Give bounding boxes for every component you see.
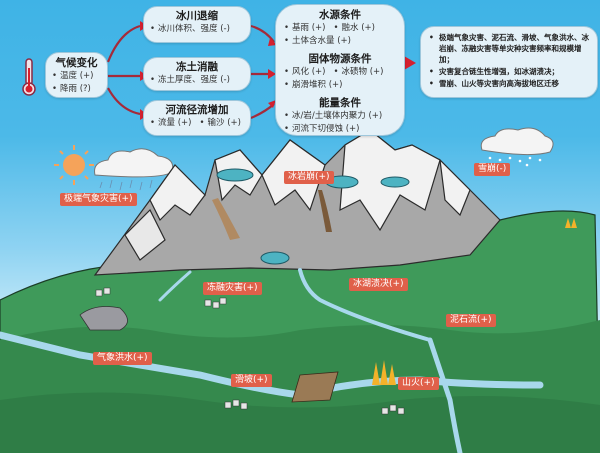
runoff-title: 河流径流增加 <box>165 104 229 116</box>
results-box: 极端气象灾害、泥石流、滑坡、气象洪水、冰岩崩、冻融灾害等单灾种灾害频率和规模增加… <box>420 26 598 98</box>
climate-item: 降雨 (?) <box>52 83 101 96</box>
solid-item: 冰碛物 (+) <box>333 66 384 79</box>
landslide-icon <box>291 371 339 403</box>
water-item: 融水 (+) <box>333 22 375 35</box>
label-extreme-weather: 极端气象灾害(+) <box>60 193 137 206</box>
snow-cloud-icon <box>480 127 554 167</box>
result-bullet: 雪崩、山火等灾害向高海拔地区迁移 <box>429 78 589 89</box>
sun-icon <box>54 145 94 185</box>
result-bullet: 极端气象灾害、泥石流、滑坡、气象洪水、冰岩崩、冻融灾害等单灾种灾害频率和规模增加… <box>429 32 589 65</box>
thermometer-icon <box>22 58 36 96</box>
label-debris-flow: 泥石流(+) <box>446 314 496 327</box>
label-flood: 气象洪水(+) <box>93 352 152 365</box>
glacier-retreat-box: 冰川退缩 冰川体积、强度 (-) <box>143 6 251 43</box>
energy-title: 能量条件 <box>319 97 361 109</box>
energy-item: 河流下切侵蚀 (+) <box>284 123 396 136</box>
water-source-title: 水源条件 <box>319 9 361 21</box>
water-item: 土体含水量 (+) <box>284 35 396 48</box>
solid-source-title: 固体物源条件 <box>308 53 372 65</box>
label-freeze-thaw: 冻融灾害(+) <box>203 282 262 295</box>
label-snow-avalanche: 雪崩(-) <box>474 163 511 176</box>
permafrost-title: 冻土消融 <box>176 61 218 73</box>
runoff-increase-box: 河流径流增加 流量 (+) 输沙 (+) <box>143 100 251 136</box>
permafrost-item: 冻土厚度、强度 (-) <box>150 74 244 87</box>
solid-item: 风化 (+) <box>284 66 325 79</box>
climate-change-box: 气候变化 温度 (+) 降雨 (?) <box>45 52 108 98</box>
mountains <box>93 129 501 276</box>
climate-item: 温度 (+) <box>52 70 101 83</box>
wildfire-icon <box>372 218 577 385</box>
energy-item: 冰/岩/土壤体内聚力 (+) <box>284 110 396 123</box>
runoff-item: 流量 (+) <box>150 117 191 130</box>
rain-cloud-icon <box>94 148 174 191</box>
label-ice-rock-avalanche: 冰岩崩(+) <box>284 171 334 184</box>
solid-item: 崩滑堆积 (+) <box>284 79 396 92</box>
glacier-item: 冰川体积、强度 (-) <box>150 23 244 36</box>
label-wildfire: 山火(+) <box>398 377 439 390</box>
permafrost-thaw-box: 冻土消融 冻土厚度、强度 (-) <box>143 57 251 91</box>
label-glacial-lake-outburst: 冰湖溃决(+) <box>349 278 408 291</box>
water-item: 基雨 (+) <box>284 22 325 35</box>
result-arrow <box>404 56 416 70</box>
arrows <box>106 24 275 120</box>
label-landslide: 滑坡(+) <box>231 374 272 387</box>
result-bullet: 灾害复合链生性增强，如冰湖溃决； <box>429 66 589 77</box>
conditions-box: 水源条件 基雨 (+) 融水 (+) 土体含水量 (+) 固体物源条件 风化 (… <box>275 4 405 136</box>
climate-title: 气候变化 <box>55 57 98 69</box>
runoff-item: 输沙 (+) <box>199 117 241 130</box>
glacier-title: 冰川退缩 <box>176 10 218 22</box>
